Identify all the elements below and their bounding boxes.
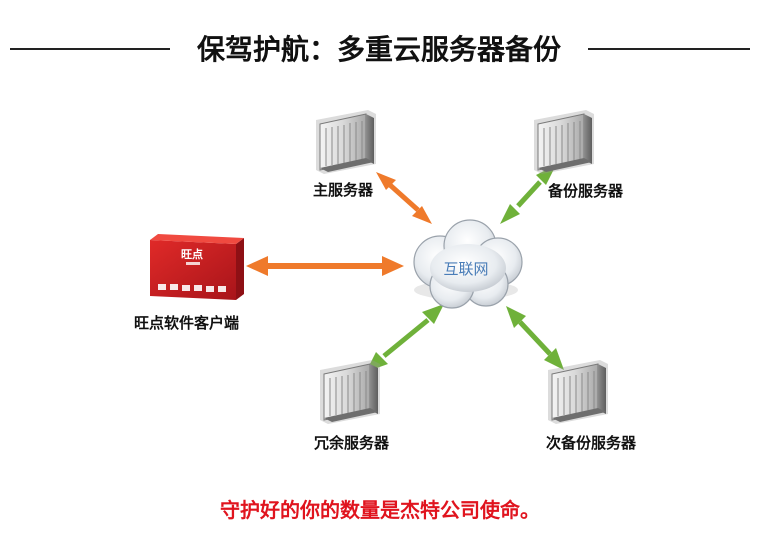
backup-server-icon (533, 109, 595, 175)
redundant-server-label: 冗余服务器 (314, 434, 390, 452)
backup-server-label: 备份服务器 (548, 182, 624, 200)
client-label: 旺点软件客户端 (134, 314, 240, 332)
client-device-icon (150, 234, 244, 300)
main-server-label: 主服务器 (313, 181, 374, 199)
secondary-backup-server-label: 次备份服务器 (546, 434, 637, 452)
arrow-secondary-to-internet (506, 306, 564, 370)
redundant-server-icon (319, 359, 381, 425)
secondary-backup-server-icon (547, 359, 609, 425)
device-brand-text: 旺点 (181, 247, 203, 261)
arrow-client-to-internet (246, 256, 404, 276)
title-row: 保驾护航：多重云服务器备份 (0, 22, 760, 72)
internet-label: 互联网 (443, 260, 488, 278)
arrow-redundant-to-internet (366, 304, 444, 372)
arrow-main-to-internet (376, 172, 432, 224)
title-rule-right (588, 48, 750, 50)
internet-cloud-icon (413, 219, 523, 309)
main-server-icon (315, 109, 377, 175)
footer-slogan: 守护好的你的数量是杰特公司使命。 (220, 498, 540, 522)
title-rule-left (10, 48, 170, 50)
page-title: 保驾护航：多重云服务器备份 (196, 33, 561, 66)
